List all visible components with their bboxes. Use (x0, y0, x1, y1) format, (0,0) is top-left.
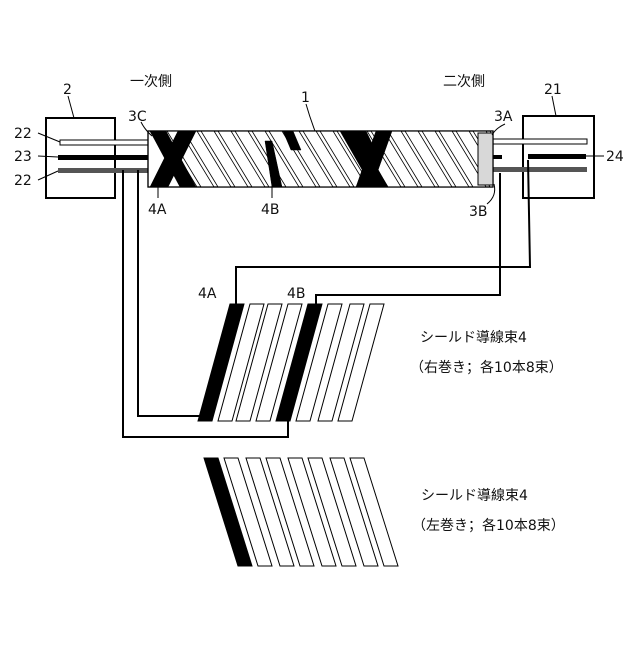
conductor-black-left (58, 155, 150, 160)
left-wound-bundle (204, 458, 398, 566)
leader-23 (38, 156, 58, 157)
conductor-gray-right (492, 167, 587, 172)
leader-21 (552, 96, 556, 116)
ref-21: 21 (544, 82, 562, 98)
ref-4b-cable: 4B (261, 202, 280, 218)
primary-side-label: 一次側 (130, 74, 172, 90)
conductor-gray-left (58, 168, 150, 173)
ref-23: 23 (14, 149, 32, 165)
leader-22-bottom (38, 171, 58, 180)
conductor-top-right (490, 139, 587, 144)
wire-4b-top (316, 173, 500, 304)
ref-22-top: 22 (14, 126, 32, 142)
ref-4b-detail: 4B (287, 286, 306, 302)
secondary-side-label: 二次側 (443, 74, 485, 90)
conductor-black-right (528, 154, 586, 159)
ref-4a-detail: 4A (198, 286, 217, 302)
right-wound-subtitle: （右巻き；各10本8束） (410, 360, 563, 376)
cable-end-cap (478, 133, 493, 185)
right-wound-bundle (198, 304, 384, 421)
leader-22-top (38, 133, 60, 142)
right-wound-title: シールド導線束4 (420, 330, 527, 346)
ref-2: 2 (63, 82, 72, 98)
leader-1 (306, 104, 315, 131)
conductor-top-left (60, 140, 150, 145)
left-wound-title: シールド導線束4 (421, 488, 528, 504)
leader-2 (68, 96, 74, 118)
ref-4a-cable: 4A (148, 202, 167, 218)
shielded-cable (148, 131, 554, 187)
ref-24: 24 (606, 149, 624, 165)
ref-3c: 3C (128, 109, 147, 125)
left-wound-subtitle: （左巻き；各10本8束） (412, 518, 565, 534)
ref-3a: 3A (494, 109, 513, 125)
ref-3b: 3B (469, 204, 488, 220)
ref-1: 1 (301, 90, 310, 106)
leader-3a (492, 124, 505, 135)
ref-22-bottom: 22 (14, 173, 32, 189)
